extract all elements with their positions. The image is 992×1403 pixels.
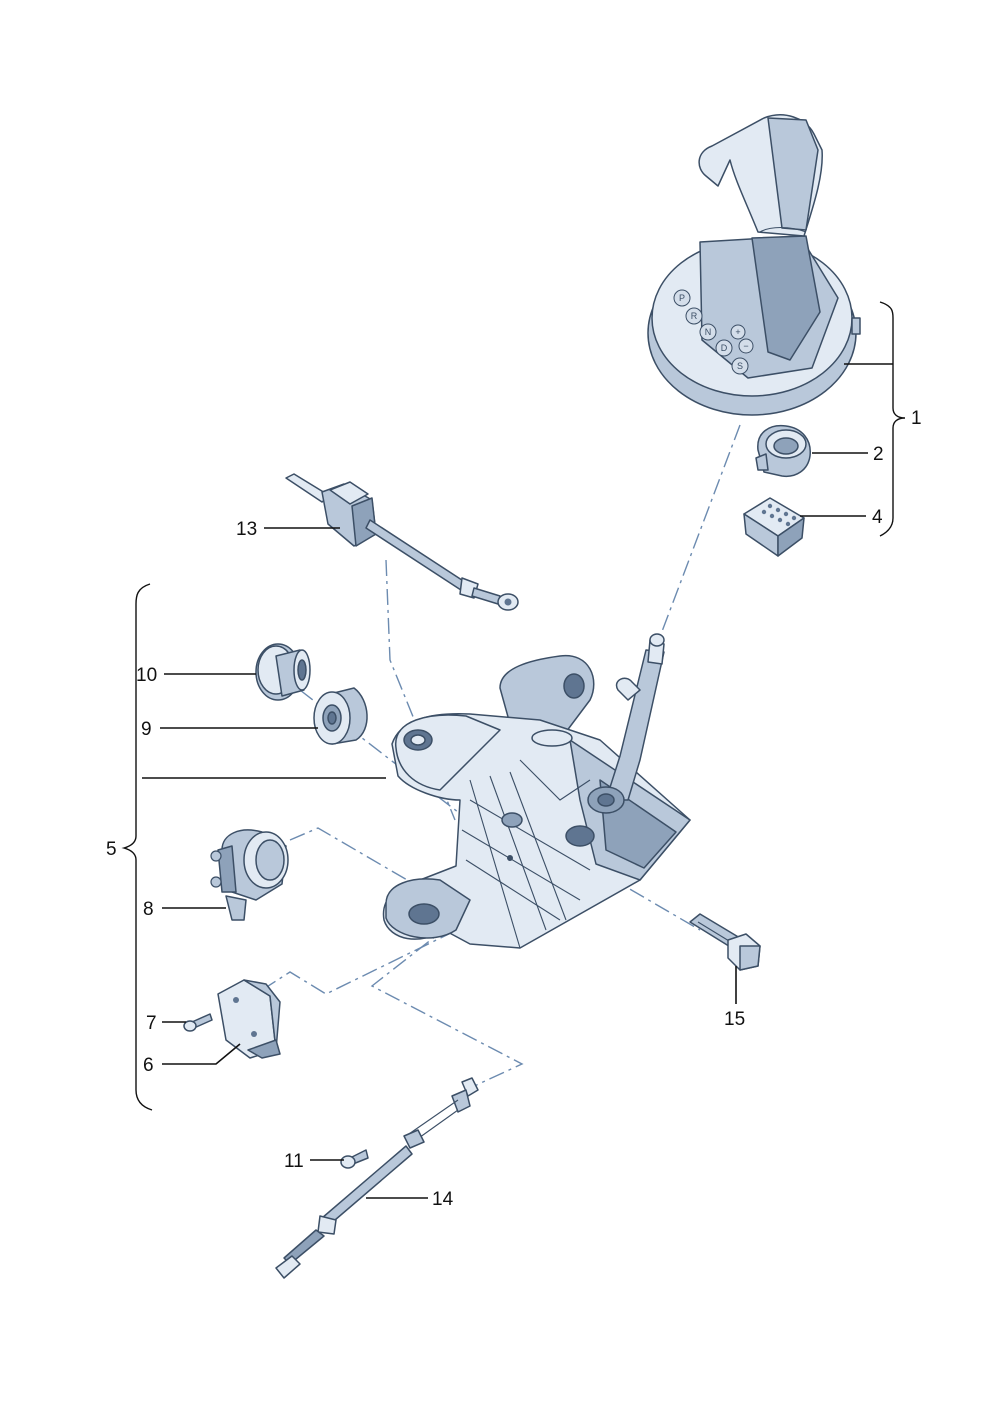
line-solenoid — [289, 827, 451, 906]
hex-bolt-15 — [689, 913, 761, 971]
selector-cable-13 — [285, 473, 519, 611]
gate-letter-s: S — [737, 361, 743, 371]
screw-11 — [340, 1149, 369, 1169]
indicator-insert — [743, 497, 805, 557]
brace-group-5 — [121, 583, 153, 1111]
mounting-bracket — [217, 979, 281, 1059]
callout-13: 13 — [236, 519, 257, 540]
callout-15: 15 — [724, 1009, 745, 1030]
leader-6 — [162, 1043, 241, 1065]
bushing — [313, 687, 368, 745]
gate-letter-r: R — [691, 311, 698, 321]
line-knob-to-lever — [654, 424, 741, 651]
callout-labels: 1 2 4 5 6 7 8 9 10 11 13 14 15 — [106, 408, 922, 1210]
gate-letter-d: D — [721, 343, 728, 353]
selector-lever-knob-cover: P R N D S + − — [647, 114, 861, 416]
callout-1: 1 — [911, 408, 922, 429]
shift-lever — [531, 633, 665, 814]
callout-6: 6 — [143, 1055, 154, 1076]
flanged-bushing — [255, 643, 311, 701]
callout-11: 11 — [284, 1151, 304, 1172]
selector-cable-14 — [275, 1077, 479, 1279]
gate-letter-p: P — [679, 293, 685, 303]
callout-4: 4 — [872, 507, 883, 528]
callout-5: 5 — [106, 839, 117, 860]
gate-indicator-letters: P R N D S + − — [673, 289, 754, 375]
selector-mechanism-housing — [382, 654, 691, 949]
screw-7 — [183, 1013, 213, 1032]
gate-letter-minus: − — [743, 341, 748, 351]
leader-lines — [142, 363, 893, 1199]
callout-14: 14 — [432, 1189, 454, 1210]
brace-group-1 — [879, 301, 906, 537]
callout-9: 9 — [141, 719, 152, 740]
callout-7: 7 — [146, 1013, 157, 1034]
callout-8: 8 — [143, 899, 154, 920]
gate-letter-plus: + — [735, 327, 740, 337]
callout-10: 10 — [136, 665, 157, 686]
locking-solenoid — [210, 829, 289, 921]
ring-clip — [755, 424, 811, 478]
gate-letter-n: N — [705, 327, 712, 337]
callout-2: 2 — [873, 444, 884, 465]
